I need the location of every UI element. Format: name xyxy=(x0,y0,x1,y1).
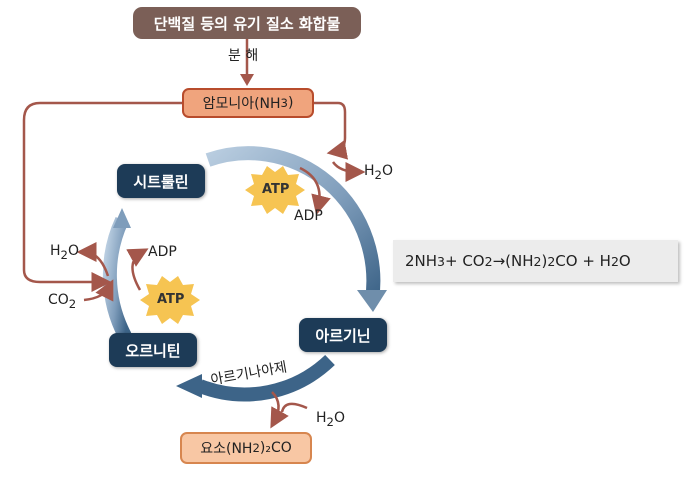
water-o: O xyxy=(333,410,345,426)
eq-rhs-a-sub: 2 xyxy=(533,253,542,269)
water-o: O xyxy=(67,243,79,259)
adp-left-label: ADP xyxy=(148,244,177,260)
cycle-arc-bottom xyxy=(197,354,335,402)
urea-suffix: )₂CO xyxy=(259,440,292,456)
eq-rhs-c-sub: 2 xyxy=(610,253,619,269)
eq-rhs-a-end: ) xyxy=(541,252,548,270)
eq-lhs-b-sub: 2 xyxy=(484,253,493,269)
co2-sub: 2 xyxy=(68,296,77,311)
atp-top-label: ATP xyxy=(262,182,290,197)
decomposition-label: 분 해 xyxy=(228,48,259,64)
co2-label: CO2 xyxy=(48,292,76,311)
cycle-arrow-icon xyxy=(357,290,387,312)
atp-top-connector xyxy=(299,166,331,216)
decomposition-arrow-icon xyxy=(240,74,254,86)
ammonia-right-connector xyxy=(314,101,349,160)
citrulline-box: 시트룰린 xyxy=(117,164,205,198)
eq-lhs-a: 2NH xyxy=(405,252,438,270)
urea-connector xyxy=(270,391,289,429)
eq-lhs-a-sub: 3 xyxy=(437,253,445,269)
ammonia-suffix: ) xyxy=(287,95,294,111)
h2o-left-connector xyxy=(76,242,110,277)
water-release-connector xyxy=(331,161,366,182)
eq-arrow: → xyxy=(492,252,506,270)
water-top-right-label: H2O xyxy=(364,163,393,182)
cycle-arrow-icon xyxy=(176,374,202,398)
eq-rhs-c: O xyxy=(618,252,631,270)
atp-star-icon xyxy=(245,166,305,214)
ammonia-left-connector xyxy=(22,101,182,292)
water-bottom-label: H2O xyxy=(316,410,345,429)
cycle-arc-right xyxy=(205,146,381,302)
water-h: H xyxy=(316,410,327,426)
cycle-arc-left xyxy=(102,217,132,340)
water-left-label: H2O xyxy=(50,243,79,262)
eq-rhs-a-sub2: 2 xyxy=(547,253,556,269)
urea-prefix: 요소(NH xyxy=(200,441,253,457)
co2-co: CO xyxy=(48,292,69,308)
water-sub: 2 xyxy=(326,414,334,429)
water-o: O xyxy=(381,163,393,179)
eq-plus: + CO xyxy=(445,252,485,270)
atp-star-icon xyxy=(140,276,200,324)
arginine-box: 아르기닌 xyxy=(299,318,387,352)
cycle-arrow-icon xyxy=(113,208,131,228)
eq-rhs-b: CO + H xyxy=(555,252,611,270)
eq-rhs-a: (NH xyxy=(505,252,534,270)
atp-left-connector xyxy=(126,248,149,291)
ornithine-box: 오르니틴 xyxy=(109,333,197,367)
water-h: H xyxy=(364,163,375,179)
ammonia-prefix: 암모니아(NH xyxy=(202,96,281,112)
ammonia-sub: 3 xyxy=(280,96,288,110)
co2-connector xyxy=(83,279,114,302)
water-sub: 2 xyxy=(60,247,68,262)
water-sub: 2 xyxy=(374,167,382,182)
atp-left-label: ATP xyxy=(157,292,185,307)
urea-sub: 2 xyxy=(252,441,260,455)
source-label: 단백질 등의 유기 질소 화합물 xyxy=(133,7,361,39)
water-h: H xyxy=(50,243,61,259)
water-bottom-connector xyxy=(280,402,308,413)
adp-top-label: ADP xyxy=(294,208,323,224)
